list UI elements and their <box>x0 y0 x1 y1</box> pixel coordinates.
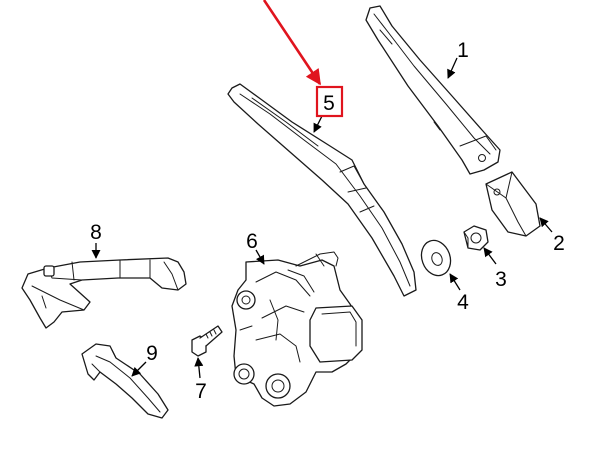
part-washer-nozzle <box>21 257 187 329</box>
leader-3 <box>483 247 497 265</box>
part-arm-cover-cap <box>485 171 541 237</box>
callout-1: 1 <box>457 39 469 62</box>
part-wiper-arm <box>365 5 501 175</box>
part-bracket <box>81 343 169 419</box>
leader-1 <box>447 57 458 79</box>
part-washer <box>420 239 452 277</box>
callout-2: 2 <box>553 232 565 255</box>
red-highlight-arrow <box>262 0 322 86</box>
leader-lines <box>91 57 553 379</box>
callout-labels: 1 2 3 4 5 6 7 8 9 <box>90 39 565 403</box>
callout-3: 3 <box>495 268 507 291</box>
leader-9 <box>131 361 147 377</box>
highlight-pointer <box>262 0 344 118</box>
leader-6 <box>255 249 265 265</box>
callout-5: 5 <box>323 92 335 115</box>
leader-2 <box>539 217 553 233</box>
part-bolt <box>191 325 223 357</box>
callout-4: 4 <box>457 291 469 314</box>
callout-8: 8 <box>90 221 102 244</box>
part-nut <box>463 225 489 251</box>
callout-7: 7 <box>195 380 207 403</box>
leader-5 <box>313 115 323 133</box>
part-wiper-blade <box>227 83 417 297</box>
callout-9: 9 <box>146 342 158 365</box>
leader-7 <box>194 357 204 379</box>
leader-4 <box>449 273 461 291</box>
highlight-box <box>315 85 344 118</box>
part-wiper-motor <box>231 251 363 407</box>
callout-6: 6 <box>246 230 258 253</box>
